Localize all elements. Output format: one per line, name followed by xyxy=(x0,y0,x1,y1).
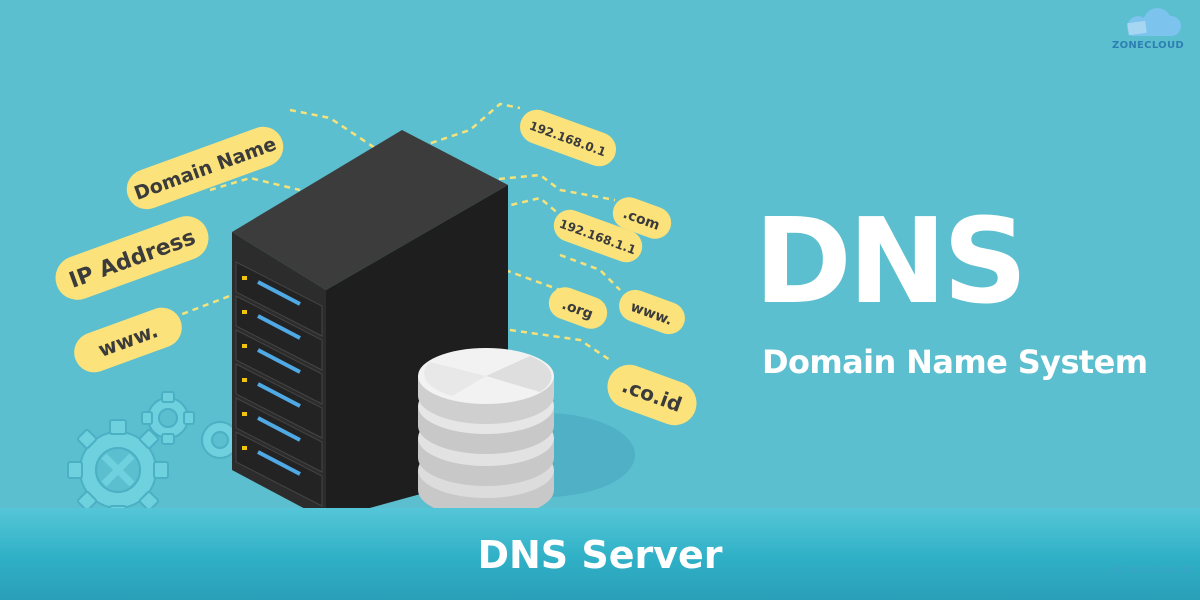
label-pill-ip-address: IP Address xyxy=(55,216,209,300)
website-watermark: @zonecloud.id xyxy=(1109,563,1190,576)
server-rack-slots xyxy=(235,261,323,507)
banner-title: DNS Server xyxy=(477,533,723,577)
footer-banner xyxy=(0,508,1200,600)
gear-large-icon xyxy=(67,419,169,521)
connector-lines xyxy=(171,102,621,362)
cloud-icon xyxy=(1127,8,1182,36)
label-pill-com: .com xyxy=(612,197,672,239)
heading-subtitle: Domain Name System xyxy=(762,343,1148,381)
label-pill-org: .org xyxy=(548,287,608,329)
server-tower-icon xyxy=(232,130,508,520)
label-pill-domain-name: Domain Name xyxy=(126,126,284,210)
label-pill-www-left: www. xyxy=(74,307,182,373)
label-pill-coid: .co.id xyxy=(607,364,697,426)
brand-logo-text: ZONECLOUD xyxy=(1112,40,1184,51)
label-pill-ip1: 192.168.0.1 xyxy=(519,109,617,167)
database-icon xyxy=(418,348,635,518)
gear-small-icon xyxy=(141,391,195,445)
label-pill-www-right: www. xyxy=(619,289,685,335)
brand-logo: ZONECLOUD xyxy=(1100,8,1196,58)
heading-title: DNS xyxy=(754,192,1028,330)
